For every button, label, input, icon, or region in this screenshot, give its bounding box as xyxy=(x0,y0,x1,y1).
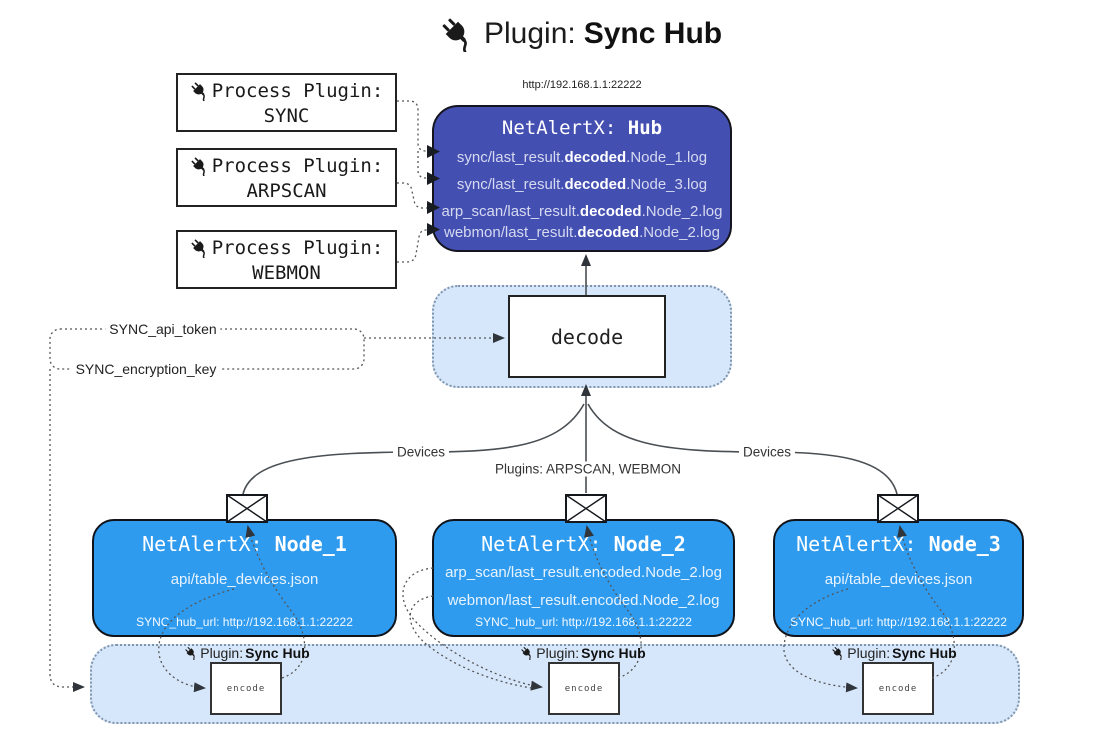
process-plugin-label: Process Plugin: xyxy=(211,80,384,102)
plug-icon xyxy=(831,646,845,660)
plug-icon xyxy=(184,646,198,660)
process-plugin-name: WEBMON xyxy=(252,262,321,284)
node-file: webmon/last_result.encoded.Node_2.log xyxy=(447,592,720,609)
encode-plugin-label: Plugin: Sync Hub xyxy=(184,645,310,661)
plug-icon xyxy=(190,238,210,258)
hub-file-line: webmon/last_result.decoded.Node_2.log xyxy=(444,224,720,241)
process-plugin-box-webmon: Process Plugin: WEBMON xyxy=(176,230,397,289)
envelope-icon xyxy=(565,494,607,523)
edge-sync-to-hub-2 xyxy=(417,151,429,179)
edge-webmon-to-hub xyxy=(397,229,429,263)
node-file: arp_scan/last_result.encoded.Node_2.log xyxy=(445,564,722,581)
setting-label-encryption-key: SYNC_encryption_key xyxy=(71,361,221,377)
decode-box: decode xyxy=(508,295,666,378)
envelope-icon xyxy=(877,494,919,523)
plug-icon xyxy=(520,646,534,660)
envelope-icon xyxy=(226,494,268,523)
hub-title-name: Hub xyxy=(627,117,663,139)
edge-label-plugins: Plugins: ARPSCAN, WEBMON xyxy=(490,461,686,477)
plug-icon xyxy=(190,156,210,176)
edge-key-to-encode xyxy=(49,369,85,692)
hub-box: NetAlertX: Hub sync/last_result.decoded.… xyxy=(432,105,732,252)
process-plugin-label: Process Plugin: xyxy=(211,155,384,177)
setting-label-api-token: SYNC_api_token xyxy=(105,321,221,337)
encode-box: encode xyxy=(210,662,282,715)
node-title: NetAlertX: Node_2 xyxy=(481,532,686,556)
edge-label-devices-right: Devices xyxy=(738,444,796,460)
process-plugin-box-sync: Process Plugin: SYNC xyxy=(176,73,397,132)
node-file: api/table_devices.json xyxy=(170,571,319,588)
process-plugin-box-arpscan: Process Plugin: ARPSCAN xyxy=(176,148,397,207)
node-title: NetAlertX: Node_1 xyxy=(142,532,347,556)
title-name: Sync Hub xyxy=(583,17,723,50)
process-plugin-name: SYNC xyxy=(263,105,310,127)
hub-url-label: http://192.168.1.1:22222 xyxy=(522,79,642,91)
process-plugin-name: ARPSCAN xyxy=(246,180,327,202)
node-box-node-2: NetAlertX: Node_2 arp_scan/last_result.e… xyxy=(432,519,735,637)
edge-label-devices-left: Devices xyxy=(392,444,450,460)
hub-file-line: sync/last_result.decoded.Node_1.log xyxy=(456,149,708,166)
edge-sync-to-hub-1 xyxy=(397,100,429,152)
title-prefix: Plugin: xyxy=(484,17,576,50)
node-box-node-3: NetAlertX: Node_3 api/table_devices.json… xyxy=(773,519,1024,637)
hub-title: NetAlertX: Hub xyxy=(434,114,730,142)
encode-box: encode xyxy=(862,662,934,715)
plug-icon xyxy=(190,81,210,101)
diagram-title: Plugin: Sync Hub xyxy=(440,16,722,52)
hub-file-line: sync/last_result.decoded.Node_3.log xyxy=(456,176,708,193)
node-file: api/table_devices.json xyxy=(824,571,973,588)
encode-plugin-label: Plugin: Sync Hub xyxy=(520,645,646,661)
node-title: NetAlertX: Node_3 xyxy=(796,532,1001,556)
hub-title-prefix: NetAlertX: xyxy=(501,117,628,139)
encode-plugin-label: Plugin: Sync Hub xyxy=(831,645,957,661)
node-hub-url: SYNC_hub_url: http://192.168.1.1:22222 xyxy=(136,615,353,629)
node-hub-url: SYNC_hub_url: http://192.168.1.1:22222 xyxy=(475,615,692,629)
hub-file-list: sync/last_result.decoded.Node_1.log sync… xyxy=(434,147,730,243)
plug-icon xyxy=(440,16,476,52)
edge-arpscan-to-hub xyxy=(397,182,429,209)
node-hub-url: SYNC_hub_url: http://192.168.1.1:22222 xyxy=(790,615,1007,629)
hub-file-line: arp_scan/last_result.decoded.Node_2.log xyxy=(441,203,723,220)
process-plugin-label: Process Plugin: xyxy=(211,237,384,259)
encode-box: encode xyxy=(548,662,620,715)
node-box-node-1: NetAlertX: Node_1 api/table_devices.json… xyxy=(92,519,397,637)
